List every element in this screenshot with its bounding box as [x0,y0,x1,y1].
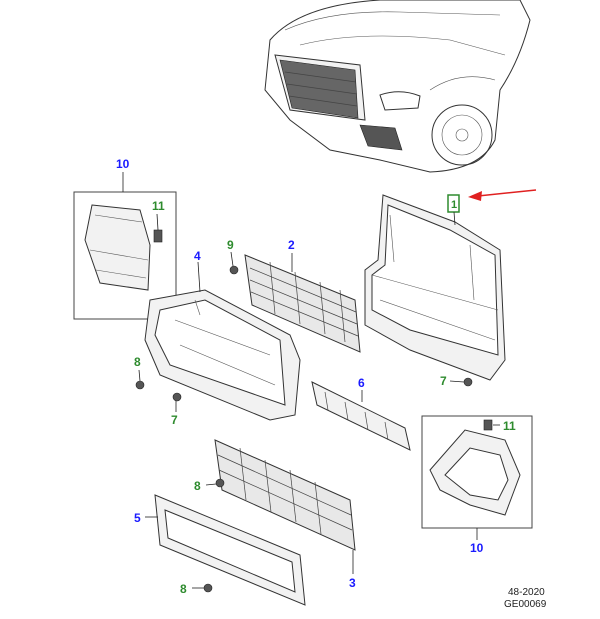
callout-9: 9 [227,238,234,252]
part-8-fastener-middle [205,478,225,488]
part-8-fastener-left [135,369,145,390]
part-3-lower-mesh [214,439,356,574]
callout-5: 5 [134,511,141,525]
part-9-fastener [229,251,239,275]
callout-10-bottom: 10 [470,541,484,555]
inset-box-deflector-right [421,415,533,540]
part-1-shutter-assembly [364,194,506,381]
part-7-fastener-left [172,392,182,412]
part-6-lower-trim [311,381,411,451]
part-7-fastener-right [449,377,473,387]
reference-code: GE00069 [504,599,547,610]
inset-box-deflector-left [73,172,177,320]
callout-8-left: 8 [134,355,141,369]
callout-7-left: 7 [171,413,178,427]
callout-3: 3 [349,576,356,590]
callout-4: 4 [194,249,201,263]
part-4-grille-frame [144,261,301,421]
callout-11-top: 11 [152,199,165,213]
callout-8-bottom: 8 [180,582,187,596]
callout-10-top: 10 [116,157,130,171]
part-1-highlight-box [447,194,460,213]
callout-7-right: 7 [440,374,447,388]
part-8-fastener-bottom [192,583,213,593]
callout-1: 1 [451,199,457,211]
callout-11-right: 11 [503,419,516,433]
callout-2: 2 [288,238,295,252]
vehicle-front-view [264,0,531,173]
part-2-upper-mesh [244,253,361,353]
reference-date: 48-2020 [508,587,545,598]
car-grille-shutter [279,59,359,119]
callout-6: 6 [358,376,365,390]
callout-8-middle: 8 [194,479,201,493]
part-5-lower-bezel [145,494,306,606]
red-pointer-arrow [468,189,537,201]
